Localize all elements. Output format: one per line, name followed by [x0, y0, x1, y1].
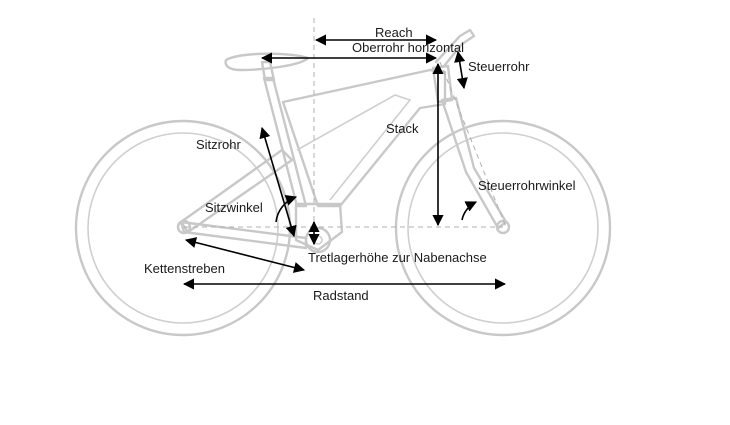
seat-tube-label: Sitzrohr [196, 137, 241, 152]
head-angle-label: Steuerrohrwinkel [478, 178, 576, 193]
chainstay-arrow [184, 237, 306, 273]
head-tube-label: Steuerrohr [468, 59, 530, 74]
reach-label: Reach [375, 25, 413, 40]
head-angle-arc [461, 201, 478, 221]
wheelbase-label: Radstand [313, 288, 369, 303]
top-tube-label: Oberrohr horizontal [352, 40, 464, 55]
front-wheel [394, 119, 612, 337]
stack-label: Stack [386, 121, 419, 136]
dimension-lines [182, 34, 507, 290]
seat-angle-arc [275, 195, 298, 223]
seat-angle-label: Sitzwinkel [205, 200, 263, 215]
seat-tube-arrow [259, 126, 297, 238]
head-tube-arrow [454, 50, 468, 90]
bb-drop-label: Tretlagerhöhe zur Nabenachse [308, 250, 487, 265]
chainstay-label: Kettenstreben [144, 261, 225, 276]
